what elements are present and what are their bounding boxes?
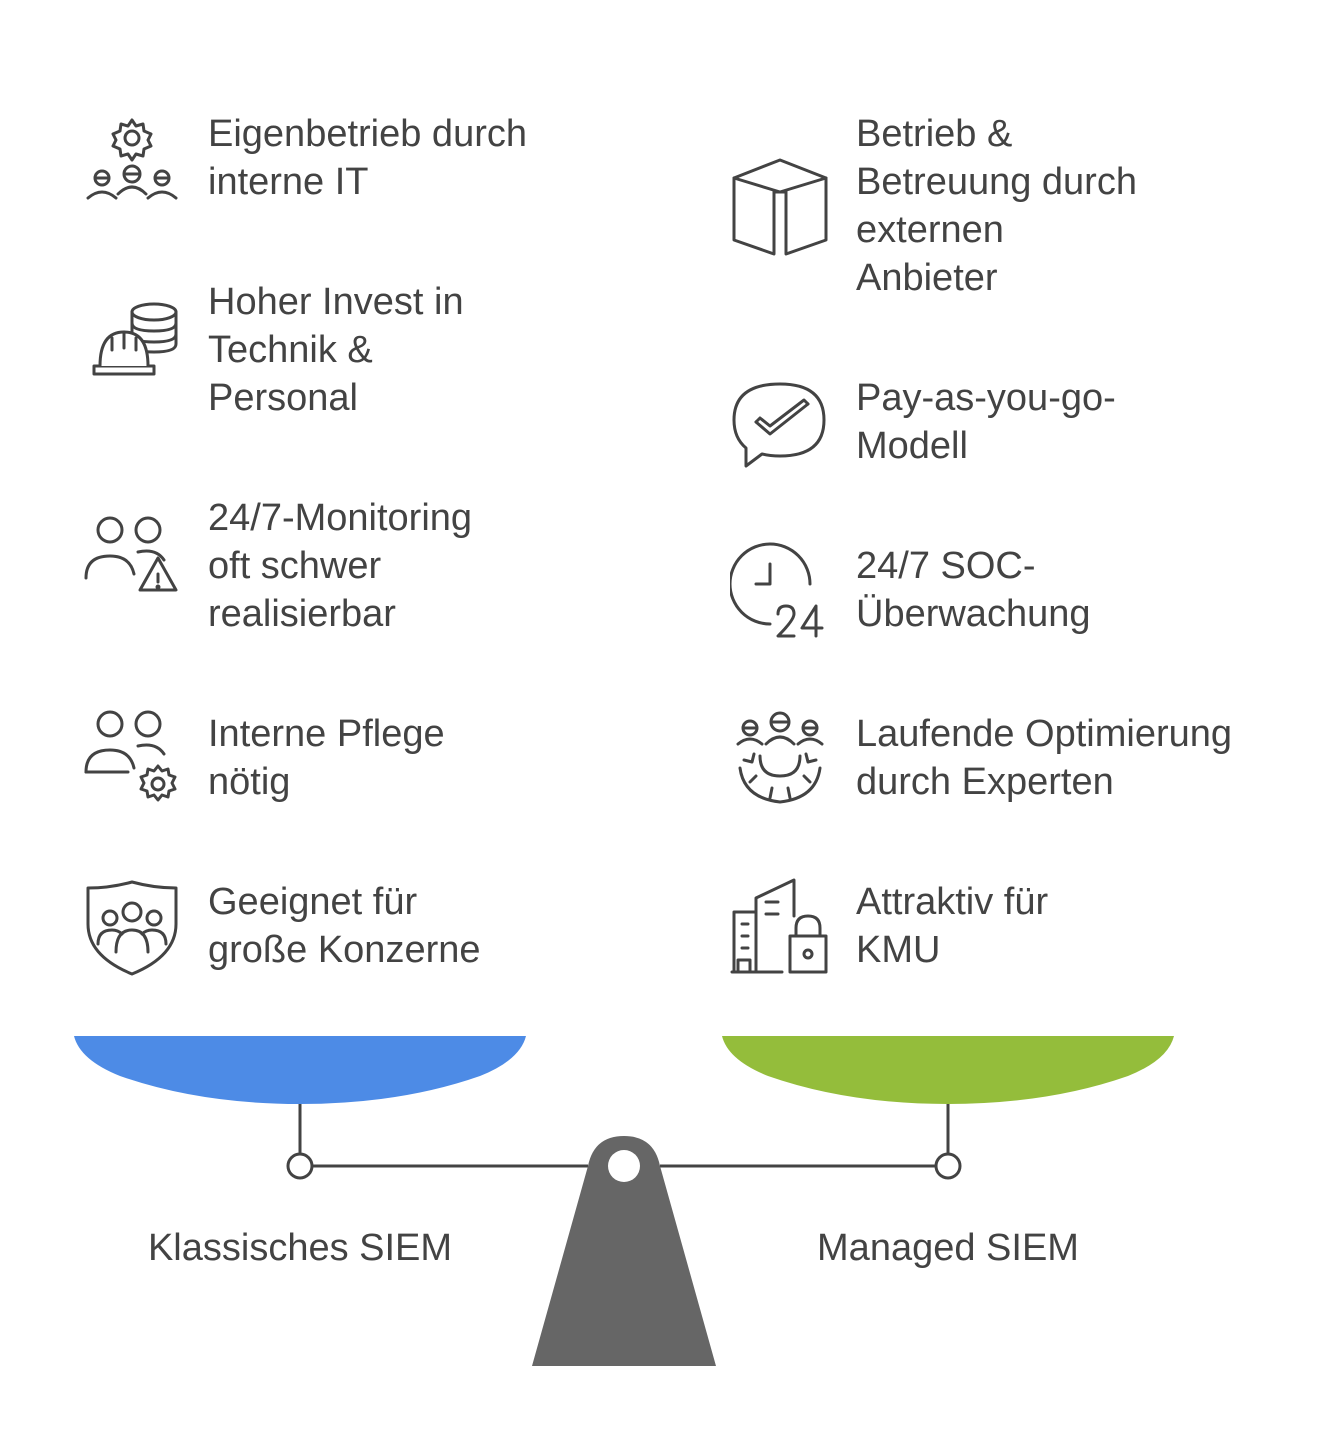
fulcrum bbox=[532, 1136, 716, 1366]
left-item-4-label: Interne Pflege nötig bbox=[208, 713, 445, 803]
left-item-3-label: 24/7-Monitoring oft schwer realisierbar bbox=[208, 497, 473, 635]
chat-check-icon bbox=[730, 378, 830, 478]
box-icon bbox=[730, 158, 830, 258]
left-item-5-label: Geeignet für große Konzerne bbox=[208, 881, 481, 971]
right-pivot bbox=[934, 1152, 962, 1180]
clock-24-icon bbox=[730, 542, 830, 642]
left-pivot bbox=[286, 1152, 314, 1180]
right-item-1-label: Betrieb & Betreuung durch externen Anbie… bbox=[856, 113, 1137, 299]
team-gear-icon bbox=[730, 710, 830, 810]
left-item-1-label: Eigenbetrieb durch interne IT bbox=[208, 113, 527, 203]
right-item-5-label: Attraktiv für KMU bbox=[856, 881, 1049, 971]
gear-team-icon bbox=[82, 110, 182, 210]
left-title: Klassisches SIEM bbox=[147, 1227, 453, 1269]
buildings-lock-icon bbox=[730, 878, 830, 978]
shield-group-icon bbox=[82, 878, 182, 978]
right-title: Managed SIEM bbox=[817, 1227, 1079, 1269]
people-warning-icon bbox=[82, 494, 182, 594]
right-pan bbox=[722, 1036, 1174, 1104]
people-gear-icon bbox=[82, 710, 182, 810]
fulcrum-hole bbox=[608, 1150, 640, 1182]
database-hardhat-icon bbox=[82, 278, 182, 378]
right-item-2-label: Pay-as-you-go- Modell bbox=[856, 377, 1116, 467]
left-item-2-label: Hoher Invest in Technik & Personal bbox=[208, 281, 464, 419]
right-item-4-label: Laufende Optimierung durch Experten bbox=[856, 713, 1233, 803]
right-item-3-label: 24/7 SOC- Überwachung bbox=[856, 545, 1091, 635]
left-pan bbox=[74, 1036, 526, 1104]
